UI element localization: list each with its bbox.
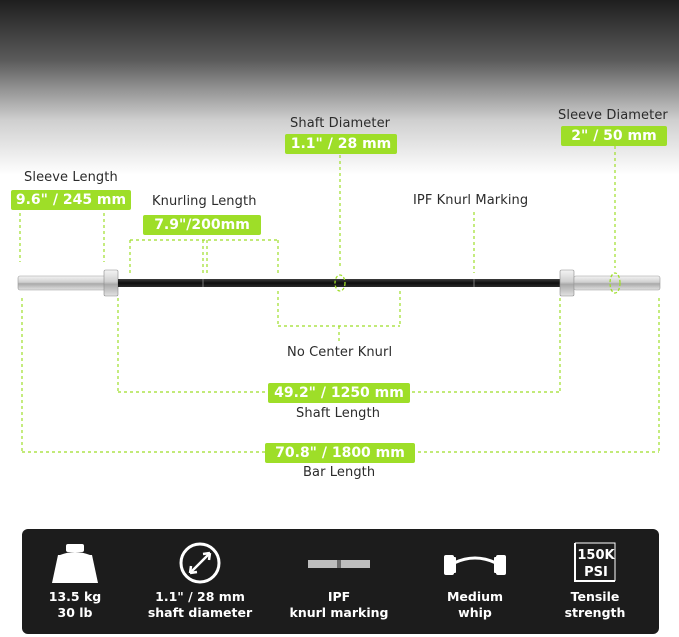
sleeve-length-value: 9.6" / 245 mm [11, 190, 131, 210]
psi-badge-icon: 150K PSI [540, 541, 650, 585]
shaft-diameter-value: 1.1" / 28 mm [285, 134, 397, 154]
knurling-length-label: Knurling Length [152, 194, 257, 209]
shaft-diameter-ring [334, 274, 346, 292]
sleeve-diameter-label: Sleeve Diameter [558, 108, 668, 123]
barbell [17, 269, 661, 297]
spec-shaft-diameter-line2: shaft diameter [147, 605, 253, 620]
shaft-length-value: 49.2" / 1250 mm [268, 383, 410, 403]
spec-weight: 13.5 kg 30 lb [20, 529, 130, 634]
sleeve-diameter-value: 2" / 50 mm [561, 126, 667, 146]
psi-badge-top: 150K [577, 548, 615, 563]
spec-shaft-diameter-line1: 1.1" / 28 mm [155, 589, 245, 604]
spec-weight-line1: 13.5 kg [48, 589, 102, 604]
sleeve-length-label: Sleeve Length [24, 170, 118, 185]
spec-tensile: 150K PSI Tensile strength [540, 529, 650, 634]
ipf-knurl-marking-label: IPF Knurl Marking [413, 193, 529, 208]
spec-panel: 13.5 kg 30 lb 1.1" / 28 mm shaft diamete… [22, 529, 659, 634]
shaft-diameter-label: Shaft Diameter [290, 116, 391, 131]
spec-tensile-line2: strength [564, 605, 626, 620]
knurling-length-value: 7.9"/200mm [143, 215, 261, 235]
spec-whip: Medium whip [420, 529, 530, 634]
weight-icon [20, 541, 130, 585]
whip-bar-icon [420, 541, 530, 585]
spec-knurl-line2: knurl marking [289, 605, 389, 620]
bar-length-value: 70.8" / 1800 mm [265, 443, 415, 463]
diameter-icon [145, 541, 255, 585]
spec-shaft-diameter: 1.1" / 28 mm shaft diameter [145, 529, 255, 634]
psi-badge-bottom: PSI [584, 565, 608, 580]
no-center-knurl-label: No Center Knurl [287, 345, 393, 360]
spec-whip-line2: whip [458, 605, 492, 620]
sleeve-diameter-ring [609, 272, 621, 294]
knurl-bar-icon [284, 541, 394, 585]
spec-whip-line1: Medium [446, 589, 504, 604]
spec-weight-line2: 30 lb [57, 605, 93, 620]
spec-knurl-line1: IPF [327, 589, 351, 604]
barbell-diagram [17, 146, 661, 453]
spec-tensile-line1: Tensile [570, 589, 620, 604]
spec-knurl-marking: IPF knurl marking [284, 529, 394, 634]
shaft-length-label: Shaft Length [296, 406, 381, 421]
bar-length-label: Bar Length [303, 465, 376, 480]
